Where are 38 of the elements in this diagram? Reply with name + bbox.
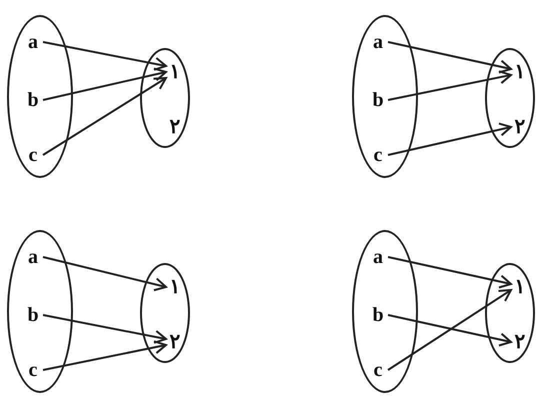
- element-label: ١: [166, 275, 184, 299]
- element-label: c: [24, 143, 42, 167]
- element-label: a: [369, 30, 387, 54]
- element-label: b: [24, 303, 42, 327]
- arrow: [42, 68, 167, 101]
- element-label: ٢: [166, 115, 184, 139]
- ellipse: [7, 230, 73, 393]
- element-label: c: [369, 358, 387, 382]
- element-label: a: [24, 30, 42, 54]
- element-label: ١: [166, 60, 184, 84]
- element-label: b: [24, 88, 42, 112]
- element-label: a: [24, 245, 42, 269]
- element-label: b: [369, 303, 387, 327]
- ellipse: [140, 263, 190, 363]
- element-label: a: [369, 245, 387, 269]
- ellipse: [352, 15, 418, 178]
- element-label: ٢: [511, 330, 529, 354]
- arrow: [42, 41, 167, 71]
- arrow: [388, 256, 512, 288]
- ellipse: [485, 263, 535, 363]
- element-label: ١: [511, 60, 529, 84]
- element-label: ٢: [166, 330, 184, 354]
- element-label: c: [369, 143, 387, 167]
- arrow: [388, 41, 512, 74]
- ellipse: [7, 15, 73, 178]
- arrow: [388, 70, 512, 101]
- arrow: [42, 256, 167, 292]
- ellipse: [352, 230, 418, 393]
- element-label: ١: [511, 275, 529, 299]
- ellipse: [140, 48, 190, 148]
- arrow: [42, 340, 167, 371]
- ellipse: [485, 48, 535, 148]
- arrow: [388, 314, 512, 346]
- element-label: b: [369, 88, 387, 112]
- element-label: c: [24, 358, 42, 382]
- element-label: ٢: [511, 115, 529, 139]
- arrow: [388, 122, 512, 156]
- arrow: [42, 314, 167, 344]
